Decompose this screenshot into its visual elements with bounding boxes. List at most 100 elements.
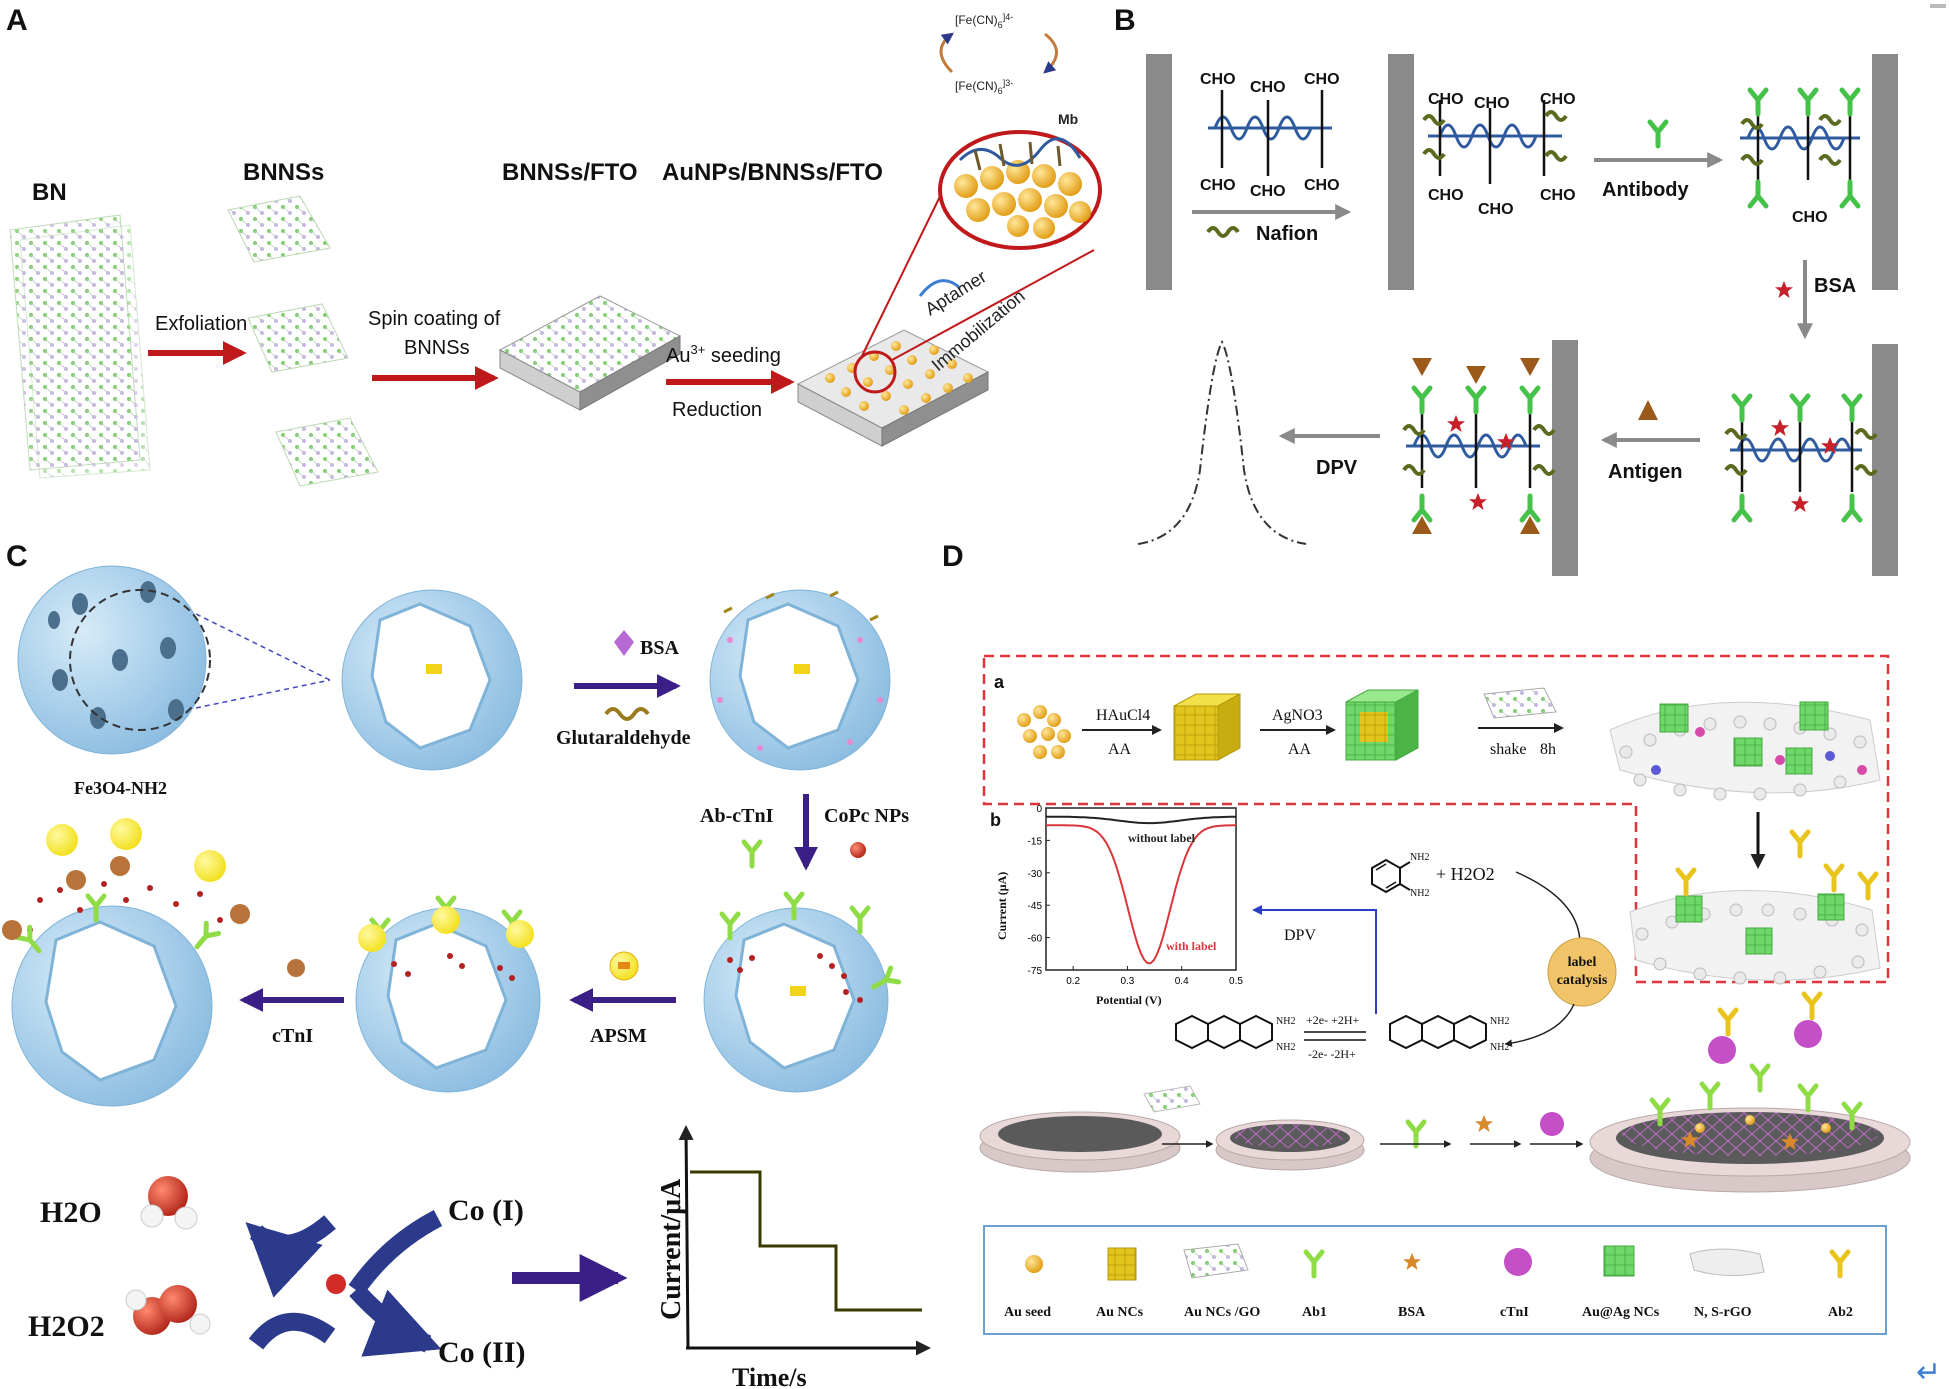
electrode-5 [1552, 340, 1578, 576]
label-fe-cn-3: [Fe(CN)6]3- [955, 78, 1013, 96]
electrode-bare [979, 1111, 1181, 1173]
label-h2o: H2O [40, 1196, 102, 1229]
co-arrow-right-upper [348, 1210, 443, 1296]
label-bnnss-fto: BNNSs/FTO [502, 159, 638, 186]
label-ctni-c: cTnI [272, 1025, 313, 1047]
label-apsm: APSM [590, 1025, 647, 1047]
label-plus-h2o2: + H2O2 [1436, 864, 1495, 884]
polymer-1 [1208, 90, 1332, 176]
label-aunps-bnnss-fto: AuNPs/BNNSs/FTO [662, 159, 883, 186]
legend-au-ncs-go: Au NCs /GO [1184, 1305, 1260, 1320]
inset-x-tick-label: 0.3 [1120, 976, 1134, 987]
label-agno3: AgNO3 [1272, 707, 1323, 724]
ab1-step-icon [1408, 1122, 1424, 1146]
au-ag-nc-cube [1345, 689, 1419, 761]
dap-oxidized-nh2-top: NH2 [1490, 1016, 1509, 1027]
zoom-circle-small [853, 350, 897, 394]
sub-label-a: a [994, 672, 1005, 692]
cho-2f: CHO [1540, 187, 1576, 204]
c-chart-x-label: Time/s [732, 1363, 807, 1389]
label-fe3o4-nh2: Fe3O4-NH2 [74, 778, 167, 798]
redox-label-top: +2e- +2H+ [1306, 1013, 1360, 1027]
label-aa-1: AA [1108, 741, 1132, 758]
inset-y-label: Current (μA) [995, 872, 1009, 940]
rgo-sheet-small [1483, 687, 1557, 719]
cho-2a: CHO [1428, 91, 1464, 108]
label-reduction: Reduction [672, 399, 762, 421]
label-catalysis-line1: label [1568, 955, 1597, 970]
arrow-dpv-d [1252, 905, 1377, 1014]
legend-icon-ns-rgo [1689, 1248, 1765, 1277]
label-8h: 8h [1540, 741, 1556, 758]
c-chart-step-line [690, 1170, 922, 1312]
polymer-5 [1402, 358, 1556, 534]
dap-oxidized-nh2-bottom: NH2 [1490, 1042, 1509, 1053]
ctni-step-icon [1540, 1112, 1564, 1136]
legend-au-ag-ncs: Au@Ag NCs [1582, 1305, 1660, 1320]
composite-sheet-1 [1609, 701, 1881, 801]
label-spin-coating-1: Spin coating of [368, 308, 501, 330]
label-dpv-d: DPV [1284, 927, 1316, 944]
opd-nh2-bottom: NH2 [1410, 888, 1429, 899]
au-seeds [1017, 705, 1071, 759]
legend-bsa: BSA [1398, 1305, 1426, 1320]
zoom-line-right [891, 249, 1095, 361]
inset-x-tick-label: 0.4 [1175, 976, 1189, 987]
polymer-4 [1724, 396, 1878, 520]
inset-plot-frame [1045, 807, 1237, 971]
label-mb: Mb [1058, 111, 1078, 127]
cho-3: CHO [1792, 209, 1828, 226]
c-chart-y-label: Current/μA [656, 1178, 687, 1320]
electrode-2 [1388, 54, 1414, 290]
fe3o4-sphere [17, 565, 331, 755]
opd-molecule [1371, 858, 1411, 894]
label-catalysis-line2: catalysis [1557, 973, 1608, 988]
cho-2d: CHO [1428, 187, 1464, 204]
ctni-icon [287, 959, 305, 977]
panel-a-letter: A [6, 4, 28, 37]
c-chart-y-axis [678, 1125, 694, 1349]
redox-label-bottom: -2e- -2H+ [1308, 1047, 1356, 1061]
legend-icon-au-ncs [1107, 1247, 1137, 1281]
inset-y-tick-label: -45 [1028, 901, 1043, 912]
polymer-2 [1422, 100, 1568, 184]
electrode-final [1589, 994, 1911, 1193]
co-arrow-lower-left [248, 1312, 336, 1350]
cho-2e: CHO [1478, 201, 1514, 218]
cut-sphere-1 [341, 589, 523, 771]
aunps-fto-slab [796, 329, 990, 447]
inset-y-tick-label: -60 [1028, 934, 1043, 945]
label-spin-coating-2: BNNSs [404, 337, 470, 359]
label-catalysis-badge [1547, 937, 1617, 1007]
inset-x-tick-label: 0.5 [1229, 976, 1243, 987]
co-arrow-right-lower [349, 1283, 442, 1357]
legend-ab1: Ab1 [1302, 1305, 1327, 1320]
bn-stack [9, 214, 151, 479]
copc-np-icon [850, 842, 866, 858]
cut-sphere-5 [2, 818, 250, 1107]
cho-1c: CHO [1304, 71, 1340, 88]
return-glyph: ↵ [1916, 1356, 1941, 1389]
ab2-icon-arrow [1792, 832, 1808, 856]
inset-y-tick-label: -15 [1028, 836, 1043, 847]
legend-icons [1025, 1243, 1848, 1281]
label-haucl4: HAuCl4 [1096, 707, 1150, 724]
legend-without-label: without label [1128, 831, 1196, 845]
cho-1d: CHO [1200, 177, 1236, 194]
electrode-3 [1872, 54, 1898, 290]
label-au-seeding: Au3+ seeding [666, 342, 781, 367]
legend-with-label: with label [1166, 939, 1217, 953]
panel-b: B CHO CHO CHO CHO CHO CHO Nafion [1114, 4, 1946, 576]
label-copc-nps: CoPc NPs [824, 805, 909, 827]
inset-y-tick-label: -75 [1028, 966, 1043, 977]
dpv-peak-curve [1137, 339, 1307, 545]
bsa-step-icon [1475, 1115, 1493, 1132]
label-exfoliation: Exfoliation [155, 313, 247, 335]
panel-c: C Fe3O4-NH2 BSA Glutaraldehyde [2, 540, 931, 1389]
sub-label-b: b [990, 810, 1001, 830]
h2o-molecule [140, 1176, 198, 1230]
cut-sphere-3 [703, 894, 899, 1093]
dap-reduced [1175, 1014, 1273, 1050]
